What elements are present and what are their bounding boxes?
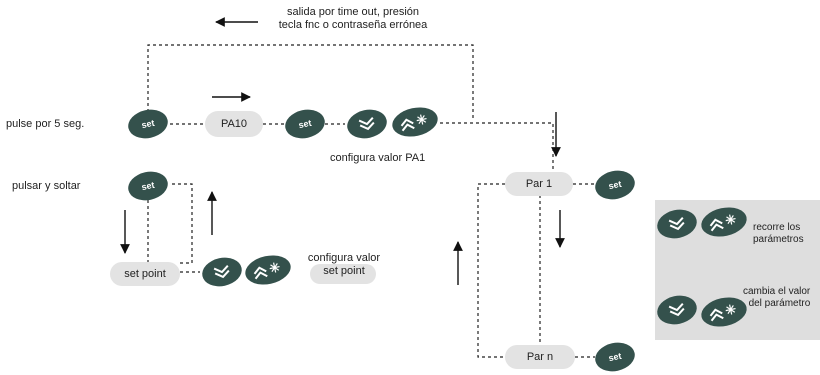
legend-change-text: cambia el valor del parámetro — [743, 286, 810, 310]
setpoint-loop-line — [172, 183, 193, 264]
configure-sp-label: configura valor set point — [296, 252, 392, 278]
par1-pill: Par 1 — [505, 172, 573, 196]
set-button-label: set — [297, 117, 313, 131]
press-release-label: pulsar y soltar — [12, 180, 81, 192]
configure-sp-line1: configura valor — [307, 252, 381, 264]
legend-up-snow-button-2 — [698, 293, 750, 331]
configure-sp-bg — [310, 264, 376, 284]
down-chevron-icon — [213, 264, 230, 279]
down-chevron-icon — [668, 216, 685, 231]
legend-scroll-line2: parámetros — [753, 234, 804, 245]
pa10-pill: PA10 — [205, 111, 263, 137]
legend-change-line1: cambia el valor — [743, 286, 811, 297]
par-loop-line — [477, 183, 505, 358]
legend-up-snow-button-1 — [698, 203, 750, 241]
up-snow-button-setpoint[interactable] — [242, 251, 294, 289]
press-5-sec-label: pulse por 5 seg. — [6, 118, 85, 130]
up-chevron-snowflake-icon — [709, 214, 736, 232]
set-button-label: set — [140, 117, 156, 131]
legend-down-button-2 — [654, 292, 700, 328]
exit-note-line1: salida por time out, presión — [286, 6, 420, 18]
up-chevron-snowflake-icon — [709, 304, 736, 322]
up-snow-button-row1[interactable] — [389, 103, 441, 141]
legend-panel: recorre los parámetros cambia el valor d… — [654, 200, 820, 340]
down-button-row1[interactable] — [344, 106, 390, 142]
set-button-label: set — [607, 178, 623, 192]
set-point-pill: set point — [110, 262, 180, 286]
exit-loop-line — [147, 44, 474, 120]
down-button-setpoint[interactable] — [199, 254, 245, 290]
legend-change-line2: del parámetro — [748, 298, 811, 309]
configure-sp-line2: set point — [323, 265, 365, 277]
legend-down-button-1 — [654, 206, 700, 242]
down-chevron-icon — [668, 302, 685, 317]
up-chevron-snowflake-icon — [400, 114, 427, 132]
legend-scroll-text: recorre los parámetros — [753, 222, 804, 246]
legend-scroll-line1: recorre los — [753, 222, 801, 233]
parn-pill: Par n — [505, 345, 575, 369]
exit-note: salida por time out, presión tecla fnc o… — [258, 6, 448, 32]
down-chevron-icon — [358, 116, 375, 131]
set-button-label: set — [140, 179, 156, 193]
set-button-label: set — [607, 350, 623, 364]
up-chevron-snowflake-icon — [253, 262, 280, 280]
configure-pa1-label: configura valor PA1 — [330, 152, 426, 164]
exit-note-line2: tecla fnc o contraseña errónea — [278, 19, 428, 31]
